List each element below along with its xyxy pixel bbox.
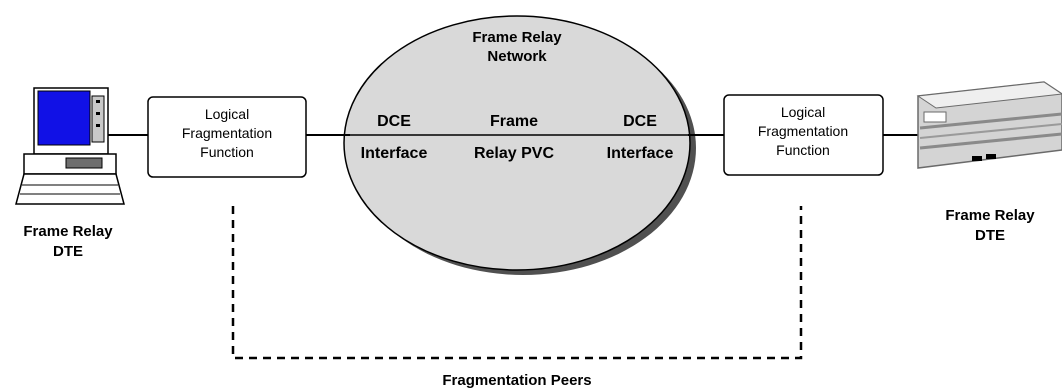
left-box-line1: Logical [205,106,249,122]
left-device-label-line1: Frame Relay [23,223,113,240]
left-fragmentation-box [147,96,307,178]
right-dce-line2: Interface [607,145,674,162]
left-box-line3: Function [200,144,254,160]
left-dce-line2: Interface [361,145,428,162]
network-ellipse [343,15,691,271]
right-device-label-line2: DTE [975,227,1005,244]
network-title-line2: Network [487,48,547,65]
left-dce-line1: DCE [377,113,411,130]
right-dce-line1: DCE [623,113,657,130]
peers-dashed-bracket [231,206,803,360]
left-box-line2: Fragmentation [182,125,272,141]
router-icon [916,81,1062,169]
peers-label: Fragmentation Peers [442,372,591,389]
right-box-line1: Logical [781,104,825,120]
right-device-label-line1: Frame Relay [945,207,1035,224]
pvc-line2: Relay PVC [474,145,554,162]
right-fragmentation-box [723,94,884,176]
network-title-line1: Frame Relay [472,29,562,46]
right-box-line2: Fragmentation [758,123,848,139]
right-box-line3: Function [776,142,830,158]
computer-icon [15,87,125,205]
pvc-line1: Frame [490,113,538,130]
left-device-label-line2: DTE [53,243,83,260]
